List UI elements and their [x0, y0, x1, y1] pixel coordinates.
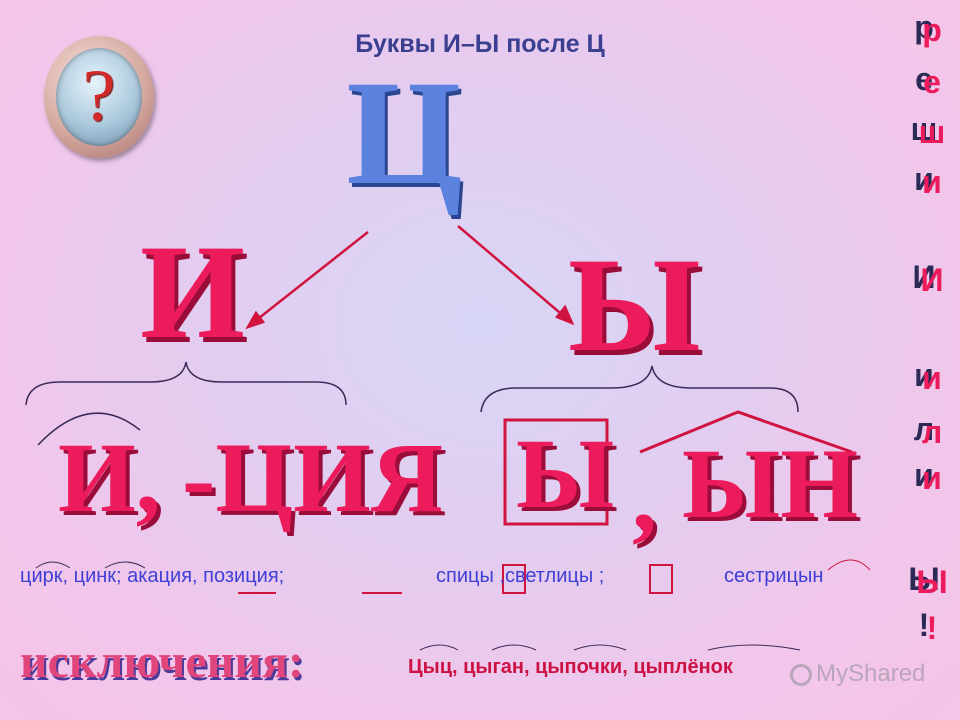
brace-right	[480, 365, 799, 413]
side-letter: И	[920, 262, 944, 298]
exc-root-arc-2	[491, 644, 537, 651]
rule-yn: ЫН	[682, 428, 858, 539]
question-badge-icon: ?	[44, 36, 154, 158]
watermark-icon	[790, 663, 812, 686]
side-letter: и	[922, 460, 942, 496]
side-letter: и	[922, 164, 942, 200]
letter-i: И	[140, 218, 246, 367]
side-letter: ш	[918, 114, 946, 150]
side-letter: л	[921, 414, 943, 450]
side-letter: !	[926, 610, 938, 646]
arrow-head-i	[245, 310, 266, 330]
root-arc-2	[104, 561, 146, 569]
side-letter: е	[923, 64, 941, 100]
examples-left: цирк, цинк; акация, позиция;	[20, 565, 285, 587]
root-arc-1	[35, 561, 71, 569]
ending-box-small-1	[502, 564, 526, 594]
arc-i	[37, 412, 141, 446]
watermark-text: MyShared	[816, 660, 926, 687]
arrow-head-y	[554, 304, 575, 326]
brace-left	[25, 361, 347, 406]
page-title: Буквы И–Ы после Ц	[355, 30, 605, 58]
watermark: MyShared	[790, 660, 925, 688]
exc-root-arc-3	[573, 644, 627, 651]
side-letter: р	[922, 12, 942, 48]
rule-i: И,	[58, 422, 161, 533]
side-letter: и	[922, 360, 942, 396]
suffix-roof-small	[827, 559, 871, 571]
side-letter: Ы	[916, 564, 948, 600]
exceptions-label: исключения:	[20, 635, 305, 688]
letter-ts: Ц	[346, 50, 463, 216]
rule-y: Ы	[516, 418, 615, 529]
suffix-roof	[639, 410, 853, 454]
letter-y: Ы	[568, 231, 701, 380]
rule-tsiya: -ЦИЯ	[182, 422, 444, 533]
ending-box	[503, 418, 609, 526]
ending-box-small-2	[649, 564, 673, 594]
exc-root-arc-4	[707, 644, 801, 651]
arrow-to-i	[253, 231, 369, 323]
exceptions-words: Цыц, цыган, цыпочки, цыплёнок	[408, 656, 733, 678]
arrow-to-y	[457, 225, 567, 319]
examples-mid: спицы ,светлицы ;	[436, 565, 605, 587]
exc-root-arc-1	[419, 644, 459, 651]
question-mark: ?	[82, 55, 116, 137]
rule-comma: ,	[632, 440, 657, 551]
examples-right: сестрицын	[724, 565, 824, 587]
